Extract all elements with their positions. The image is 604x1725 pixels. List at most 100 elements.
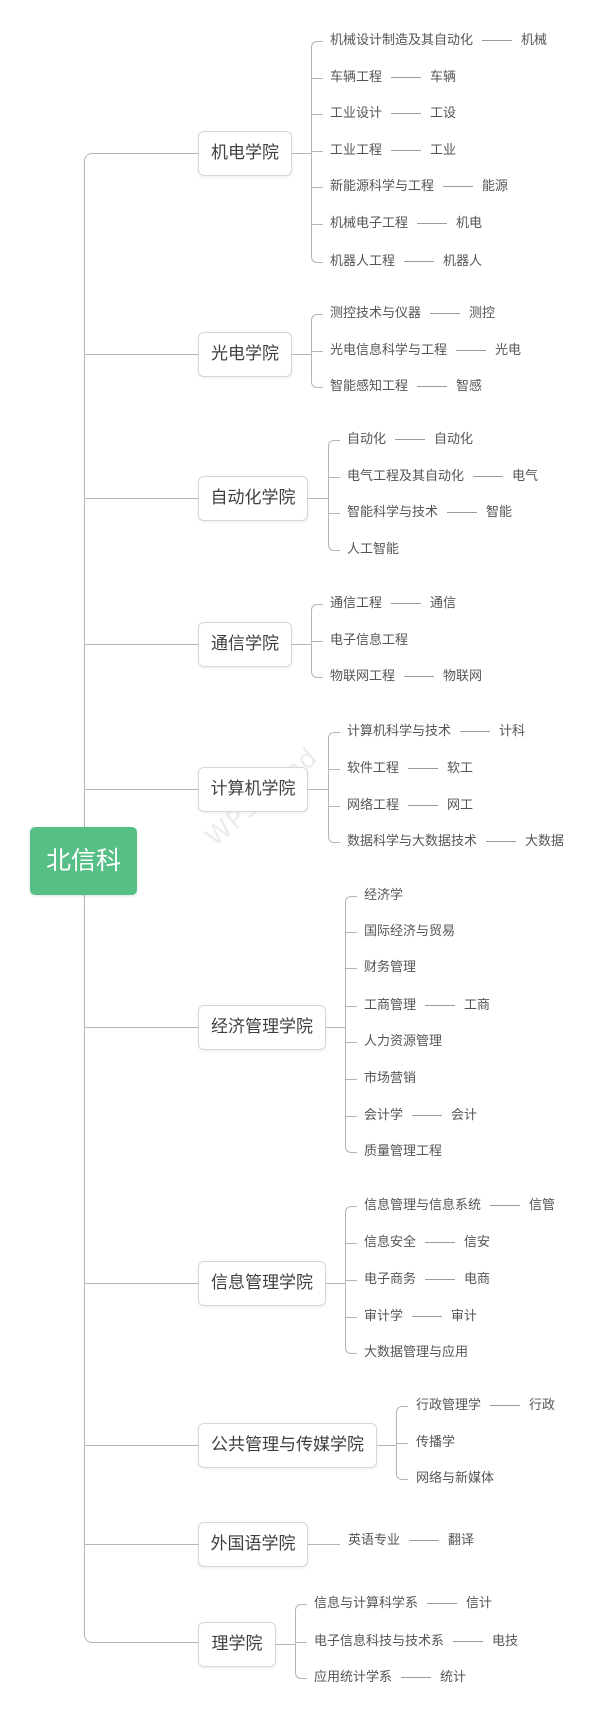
major-name: 智能感知工程	[330, 379, 409, 394]
college-node-jisuanji[interactable]: 计算机学院	[198, 767, 308, 812]
major-item[interactable]: 信息与计算科学系 信计	[314, 1595, 492, 1613]
college-node-gongguan[interactable]: 公共管理与传媒学院	[198, 1423, 377, 1468]
major-item[interactable]: 工业设计工设	[330, 105, 456, 123]
major-item[interactable]: 电子信息科技与技术系电技	[314, 1633, 518, 1651]
major-item[interactable]: 人工智能	[347, 541, 399, 559]
major-name: 电气工程及其自动化	[347, 469, 465, 484]
major-item[interactable]: 审计学审计	[364, 1308, 477, 1326]
dash-line	[417, 386, 448, 387]
major-item[interactable]: 会计学会计	[364, 1107, 477, 1125]
major-item[interactable]: 通信工程 通信	[330, 595, 456, 613]
major-item[interactable]: 智能感知工程智感	[330, 378, 482, 396]
dash-line	[482, 40, 513, 41]
major-item[interactable]: 电子信息工程	[330, 632, 408, 650]
tick-line	[345, 1317, 357, 1318]
connector-line	[292, 644, 311, 645]
major-item[interactable]: 信息管理与信息系统信管	[364, 1197, 555, 1215]
major-item[interactable]: 测控技术与仪器测控	[330, 305, 495, 323]
college-node-jidian[interactable]: 机电学院	[198, 131, 292, 176]
major-item[interactable]: 市场营销	[364, 1070, 416, 1088]
college-node-li[interactable]: 理学院	[198, 1622, 276, 1667]
major-item[interactable]: 机械设计制造及其自动化机械	[330, 32, 547, 50]
major-item[interactable]: 车辆工程车辆	[330, 69, 456, 87]
dash-line	[391, 77, 422, 78]
tick-line	[295, 1642, 307, 1643]
major-item[interactable]: 机器人工程机器人	[330, 253, 482, 271]
tick-line	[311, 114, 323, 115]
college-node-guangdian[interactable]: 光电学院	[198, 332, 292, 377]
major-item[interactable]: 智能科学与技术智能	[347, 504, 512, 522]
college-node-xinguan[interactable]: 信息管理学院	[198, 1261, 326, 1306]
major-name: 会计学	[364, 1108, 404, 1123]
major-name: 经济学	[364, 888, 404, 903]
major-name: 电子信息工程	[330, 633, 409, 648]
major-item[interactable]: 质量管理工程	[364, 1143, 442, 1161]
tick-line	[345, 1243, 357, 1244]
major-item[interactable]: 机械电子工程机电	[330, 215, 482, 233]
major-item[interactable]: 行政管理学行政	[416, 1397, 555, 1415]
tick-line	[328, 769, 340, 770]
branch-line	[84, 1445, 198, 1446]
college-node-tongxin[interactable]: 通信学院	[198, 622, 292, 667]
college-node-waiguoyu[interactable]: 外国语学院	[198, 1522, 308, 1567]
dash-line	[427, 1603, 458, 1604]
dash-line	[490, 1205, 521, 1206]
major-abbr: 工商	[464, 998, 491, 1013]
major-item[interactable]: 物联网工程物联网	[330, 668, 482, 686]
dash-line	[486, 841, 517, 842]
tick-line	[345, 968, 357, 969]
major-item[interactable]: 数据科学与大数据技术大数据	[347, 833, 564, 851]
bracket-line	[328, 732, 340, 843]
bracket-line	[345, 896, 357, 1153]
dash-line	[391, 603, 422, 604]
major-item[interactable]: 财务管理	[364, 959, 416, 977]
major-abbr: 软工	[447, 761, 474, 776]
major-item[interactable]: 工业工程工业	[330, 142, 456, 160]
major-item[interactable]: 网络工程 网工	[347, 797, 473, 815]
major-abbr: 电气	[512, 469, 539, 484]
tick-line	[311, 641, 323, 642]
major-abbr: 信计	[466, 1596, 493, 1611]
major-item[interactable]: 计算机科学与技术计科	[347, 723, 525, 741]
major-item[interactable]: 光电信息科学与工程光电	[330, 342, 521, 360]
dash-line	[401, 1677, 432, 1678]
major-item[interactable]: 英语专业翻译	[348, 1532, 474, 1550]
major-item[interactable]: 工商管理工商	[364, 997, 490, 1015]
root-node[interactable]: 北信科	[30, 827, 137, 895]
major-item[interactable]: 电气工程及其自动化 电气	[347, 468, 538, 486]
college-node-zidonghua[interactable]: 自动化学院	[198, 476, 308, 521]
major-item[interactable]: 软件工程软工	[347, 760, 473, 778]
major-name: 自动化	[347, 432, 387, 447]
dash-line	[409, 1540, 440, 1541]
tick-line	[311, 78, 323, 79]
major-name: 质量管理工程	[364, 1144, 443, 1159]
branch-line	[84, 354, 198, 355]
major-item[interactable]: 电子商务电商	[364, 1271, 490, 1289]
dash-line	[395, 439, 426, 440]
major-name: 网络工程	[347, 798, 400, 813]
major-item[interactable]: 新能源科学与工程能源	[330, 178, 508, 196]
major-abbr: 能源	[482, 179, 509, 194]
major-item[interactable]: 自动化自动化	[347, 431, 473, 449]
major-name: 通信工程	[330, 596, 383, 611]
major-item[interactable]: 国际经济与贸易	[364, 923, 455, 941]
college-node-jingguan[interactable]: 经济管理学院	[198, 1005, 326, 1050]
major-item[interactable]: 信息安全信安	[364, 1234, 490, 1252]
major-item[interactable]: 经济学	[364, 887, 403, 905]
major-item[interactable]: 人力资源管理	[364, 1033, 442, 1051]
major-name: 行政管理学	[416, 1398, 482, 1413]
tick-line	[328, 513, 340, 514]
major-name: 计算机科学与技术	[347, 724, 452, 739]
major-item[interactable]: 大数据管理与应用	[364, 1344, 468, 1362]
major-name: 传播学	[416, 1435, 456, 1450]
dash-line	[430, 313, 461, 314]
major-item[interactable]: 传播学	[416, 1434, 455, 1452]
major-item[interactable]: 网络与新媒体	[416, 1470, 494, 1488]
major-item[interactable]: 应用统计学系统计	[314, 1669, 466, 1687]
major-abbr: 大数据	[525, 834, 565, 849]
major-abbr: 通信	[430, 596, 457, 611]
major-name: 信息与计算科学系	[314, 1596, 419, 1611]
dash-line	[408, 805, 439, 806]
major-abbr: 网工	[447, 798, 474, 813]
major-name: 国际经济与贸易	[364, 924, 456, 939]
